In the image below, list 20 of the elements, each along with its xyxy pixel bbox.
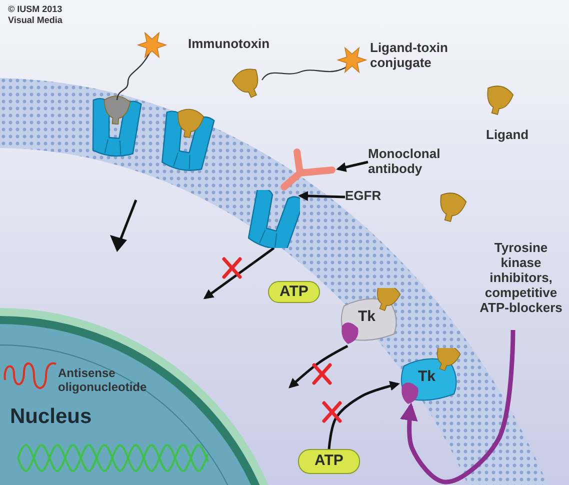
callout-label: EGFR bbox=[345, 188, 389, 206]
credit-text: Visual Media bbox=[8, 15, 64, 26]
arrow bbox=[336, 160, 368, 172]
annotation-text: Ligand-toxin conjugate bbox=[370, 40, 449, 70]
annotation-text: Immunotoxin bbox=[188, 36, 271, 51]
annotation-text: Antisense oligonucleotide bbox=[58, 366, 148, 394]
arrow bbox=[298, 191, 346, 201]
molecule-tag: ATP bbox=[298, 449, 360, 474]
annotation-text: Ligand bbox=[486, 127, 530, 142]
organelle-label: Nucleus bbox=[10, 405, 92, 429]
annotation-text: Tyrosine kinase inhibitors, competitive ATP-blockers bbox=[478, 240, 564, 315]
arrow bbox=[400, 330, 516, 484]
protein-label: Tk bbox=[358, 308, 376, 325]
arrow bbox=[288, 344, 348, 388]
callout-label: Monoclonal antibody bbox=[368, 146, 472, 178]
arrow bbox=[203, 246, 275, 300]
molecule-tag: ATP bbox=[268, 281, 320, 303]
protein-label: Tk bbox=[418, 368, 436, 385]
arrow bbox=[328, 381, 400, 450]
credit-text: © IUSM 2013 bbox=[8, 4, 64, 15]
